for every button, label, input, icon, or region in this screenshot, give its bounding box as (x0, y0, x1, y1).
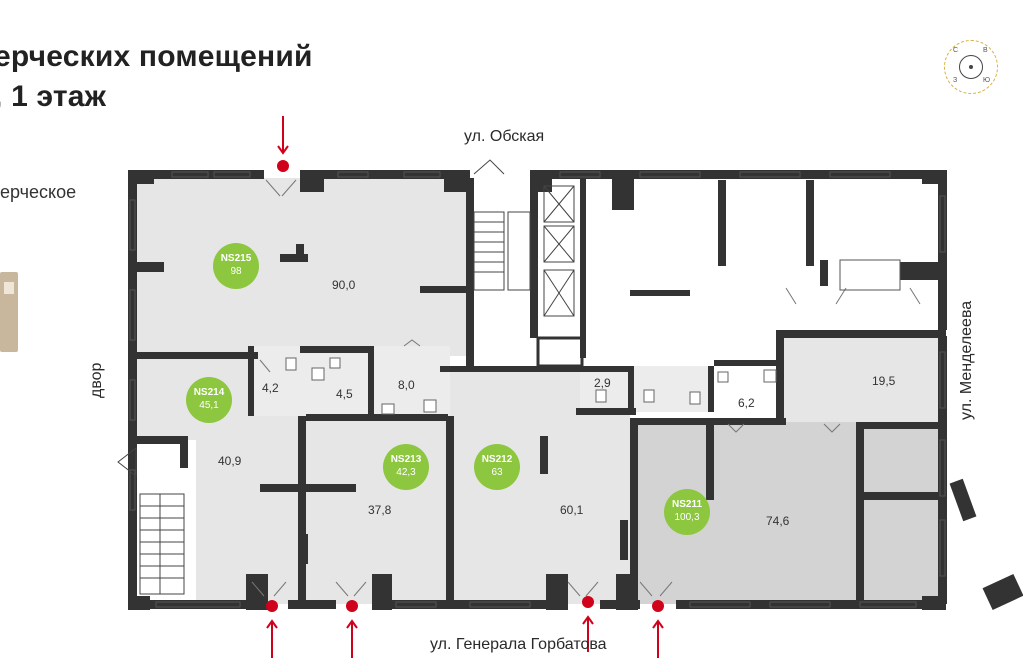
unit-area: 98 (230, 266, 242, 277)
entrance-markers (266, 116, 664, 658)
compass-label-s: С (953, 47, 959, 54)
unit-id: NS214 (193, 387, 225, 398)
unit-area: 45,1 (199, 400, 219, 411)
room-area: 6,2 (738, 396, 755, 410)
plan-title-line2: , 1 этаж (0, 80, 107, 113)
room-area: 4,2 (262, 381, 279, 395)
unit-area: 42,3 (396, 467, 416, 478)
unit-id: NS213 (390, 454, 422, 465)
entrance-arrow-icon (277, 116, 289, 155)
unit-badge-ns211[interactable]: NS211 100,3 (664, 489, 710, 535)
wet-rooms-floor (250, 346, 450, 416)
wet-rooms-right-floor (580, 366, 710, 412)
room-area: 37,8 (368, 503, 392, 517)
street-label-left: двор (88, 362, 105, 398)
unit-id: NS215 (220, 253, 252, 264)
walls (128, 170, 947, 610)
room-area: 60,1 (560, 503, 584, 517)
compass-label-w: З (953, 77, 958, 84)
room-area: 90,0 (332, 278, 356, 292)
compass-label-e: В (983, 47, 988, 54)
entrance-dot (266, 600, 278, 612)
unit-badge-ns215[interactable]: NS215 98 (213, 243, 259, 289)
room-area: 2,9 (594, 376, 611, 390)
entrance-arrow-icon (266, 619, 278, 658)
entrance-arrow-icon (582, 615, 594, 652)
unit-badge-ns214[interactable]: NS214 45,1 (186, 377, 232, 423)
legend-label: ерческое (0, 182, 77, 202)
exterior-elements (839, 259, 1023, 611)
unit-area: 63 (491, 467, 503, 478)
unit-area: 100,3 (674, 512, 700, 523)
street-label-top: ул. Обская (464, 128, 545, 145)
entrance-dot (277, 160, 289, 172)
room-19-5-floor (778, 336, 940, 422)
entrance-arrow-icon (346, 619, 358, 658)
doors (251, 179, 921, 597)
stairs-and-lifts (117, 159, 575, 595)
room-area: 74,6 (766, 514, 790, 528)
room-area: 4,5 (336, 387, 353, 401)
entrance-dot (582, 596, 594, 608)
plan-title-line1: ерческих помещений (0, 40, 313, 73)
sanitary-fixtures (285, 357, 777, 415)
entrance-dot (346, 600, 358, 612)
unit-badge-ns213[interactable]: NS213 42,3 (383, 444, 429, 490)
compass-label-n: Ю (983, 77, 991, 84)
street-label-right: ул. Менделеева (958, 300, 975, 420)
street-label-bottom: ул. Генерала Горбатова (430, 636, 607, 653)
unit-ns215-floor[interactable] (136, 178, 468, 356)
windows (129, 171, 946, 608)
entrance-arrow-icon (652, 619, 664, 658)
room-area: 40,9 (218, 454, 242, 468)
room-area: 19,5 (872, 374, 896, 388)
unit-id: NS211 (671, 499, 703, 510)
unit-badge-ns212[interactable]: NS212 63 (474, 444, 520, 490)
legend-thumbnail (0, 272, 18, 352)
unit-id: NS212 (481, 454, 513, 465)
room-area: 8,0 (398, 378, 415, 392)
unit-ns213-floor[interactable] (306, 416, 456, 604)
compass-icon: С В З Ю (944, 40, 998, 94)
entrance-dot (652, 600, 664, 612)
